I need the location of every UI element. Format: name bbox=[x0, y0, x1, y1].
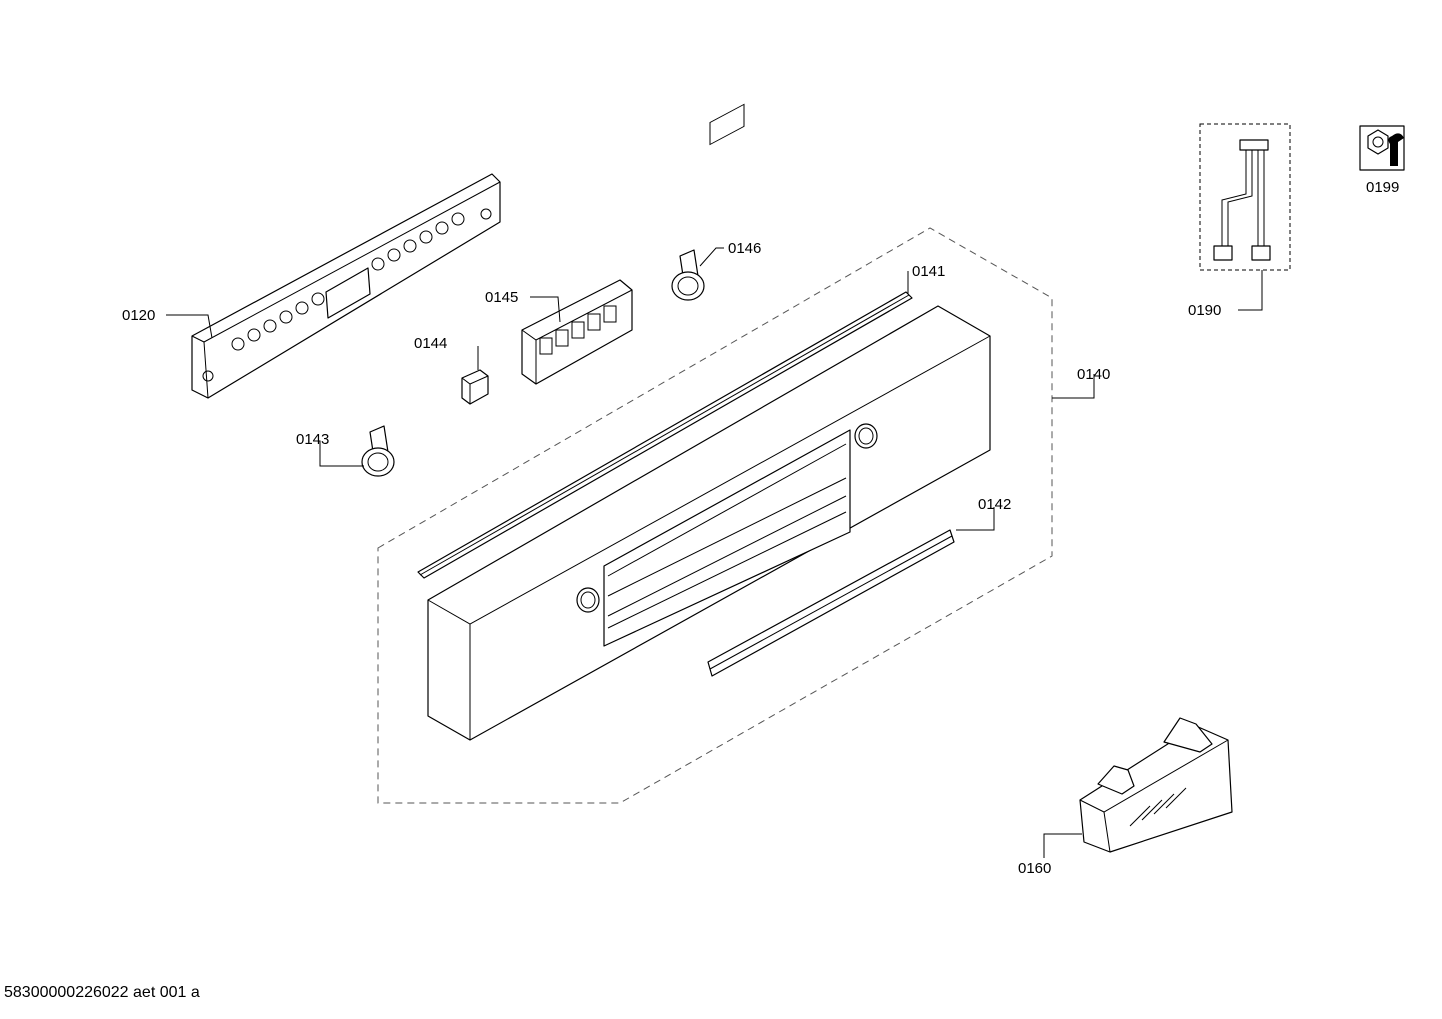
part-0146-knob[interactable] bbox=[671, 249, 705, 301]
label-0141: 0141 bbox=[912, 263, 945, 280]
leader-0145 bbox=[530, 296, 561, 323]
label-0142: 0142 bbox=[978, 496, 1011, 513]
leader-0140 bbox=[1052, 374, 1095, 399]
part-0190-cable-harness[interactable] bbox=[1213, 139, 1271, 261]
part-0190-frame bbox=[1199, 123, 1291, 271]
label-0160: 0160 bbox=[1018, 860, 1051, 877]
label-0145: 0145 bbox=[485, 289, 518, 306]
label-0143: 0143 bbox=[296, 431, 329, 448]
part-0141-trim-strip[interactable] bbox=[417, 291, 913, 579]
leader-0142 bbox=[956, 507, 995, 531]
leader-0160 bbox=[1043, 833, 1082, 858]
leader-0190 bbox=[1238, 270, 1263, 311]
label-0199: 0199 bbox=[1366, 179, 1399, 196]
label-0140: 0140 bbox=[1077, 366, 1110, 383]
leader-lines bbox=[166, 247, 1263, 858]
part-0142-lower-strip[interactable] bbox=[707, 529, 955, 677]
leader-0143 bbox=[319, 441, 364, 467]
part-0160-handle[interactable] bbox=[1079, 717, 1233, 853]
part-0143-knob[interactable] bbox=[361, 425, 395, 477]
label-0146: 0146 bbox=[728, 240, 761, 257]
part-0199-service-kit-icon[interactable] bbox=[1359, 125, 1405, 171]
label-0190: 0190 bbox=[1188, 302, 1221, 319]
document-id: 58300000226022 aet 001 a bbox=[4, 984, 200, 1001]
label-0144: 0144 bbox=[414, 335, 447, 352]
leader-0146 bbox=[699, 247, 724, 267]
part-0145-switch-block[interactable] bbox=[521, 279, 633, 385]
part-0144-clip[interactable] bbox=[461, 369, 489, 405]
part-0120-electronic-module[interactable] bbox=[191, 173, 501, 399]
part-0140-control-panel[interactable] bbox=[427, 103, 991, 741]
assembly-outline-0140 bbox=[377, 227, 1053, 804]
label-0120: 0120 bbox=[122, 307, 155, 324]
leader-0120 bbox=[166, 314, 213, 339]
